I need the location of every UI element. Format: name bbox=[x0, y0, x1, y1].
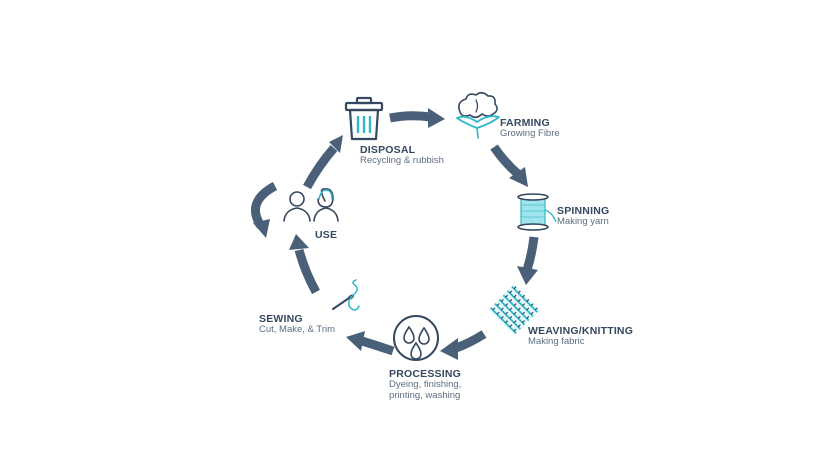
water-droplets-icon bbox=[393, 315, 439, 361]
farming-subtitle: Growing Fibre bbox=[500, 128, 560, 140]
yarn-spool-icon bbox=[517, 193, 557, 231]
stage-sewing: SEWING Cut, Make, & Trim bbox=[259, 313, 335, 336]
stage-farming: FARMING Growing Fibre bbox=[500, 117, 560, 140]
cotton-icon bbox=[456, 91, 500, 139]
stage-processing: PROCESSING Dyeing, finishing, printing, … bbox=[389, 368, 461, 402]
stage-spinning: SPINNING Making yarn bbox=[557, 205, 609, 228]
arrow-processing-to-sewing bbox=[360, 336, 395, 356]
arrowhead-weaving-to-processing bbox=[440, 338, 458, 360]
arrowhead-sewing-to-use bbox=[289, 234, 309, 250]
stage-disposal: DISPOSAL Recycling & rubbish bbox=[360, 144, 444, 167]
arrowhead-processing-to-sewing bbox=[346, 331, 365, 351]
arrow-sewing-to-use bbox=[294, 248, 320, 295]
sewing-title: SEWING bbox=[259, 313, 303, 325]
trash-bin-icon bbox=[344, 96, 384, 141]
sewing-subtitle: Cut, Make, & Trim bbox=[259, 324, 336, 336]
arrow-disposal-to-farming bbox=[389, 111, 431, 123]
arrow-weaving-to-processing bbox=[454, 330, 487, 353]
spinning-subtitle: Making yarn bbox=[557, 216, 609, 228]
arrow-use-loop bbox=[250, 182, 278, 229]
disposal-title: DISPOSAL bbox=[360, 144, 416, 156]
weaving-subtitle: Making fabric bbox=[528, 336, 585, 348]
processing-subtitle-line2: printing, washing bbox=[389, 389, 461, 401]
arrowhead-use-loop bbox=[253, 219, 270, 238]
arrow-use-to-disposal bbox=[303, 145, 338, 190]
arrow-spinning-to-weaving bbox=[522, 236, 539, 272]
stage-weaving: WEAVING/KNITTING Making fabric bbox=[528, 325, 633, 348]
disposal-subtitle: Recycling & rubbish bbox=[360, 155, 444, 167]
arrowhead-spinning-to-weaving bbox=[517, 266, 538, 285]
spinning-title: SPINNING bbox=[557, 205, 610, 217]
arrow-farming-to-spinning bbox=[490, 144, 521, 178]
arrowhead-use-to-disposal bbox=[329, 135, 343, 153]
arrowhead-disposal-to-farming bbox=[428, 108, 445, 128]
needle-thread-icon bbox=[332, 279, 360, 311]
processing-subtitle-line1: Dyeing, finishing, bbox=[389, 379, 462, 391]
arrowhead-farming-to-spinning bbox=[509, 167, 528, 187]
processing-title: PROCESSING bbox=[389, 368, 462, 380]
farming-title: FARMING bbox=[500, 117, 550, 129]
weaving-title: WEAVING/KNITTING bbox=[528, 325, 634, 337]
stage-use: USE bbox=[315, 229, 337, 241]
use-title: USE bbox=[315, 229, 338, 241]
people-icon bbox=[283, 188, 339, 222]
